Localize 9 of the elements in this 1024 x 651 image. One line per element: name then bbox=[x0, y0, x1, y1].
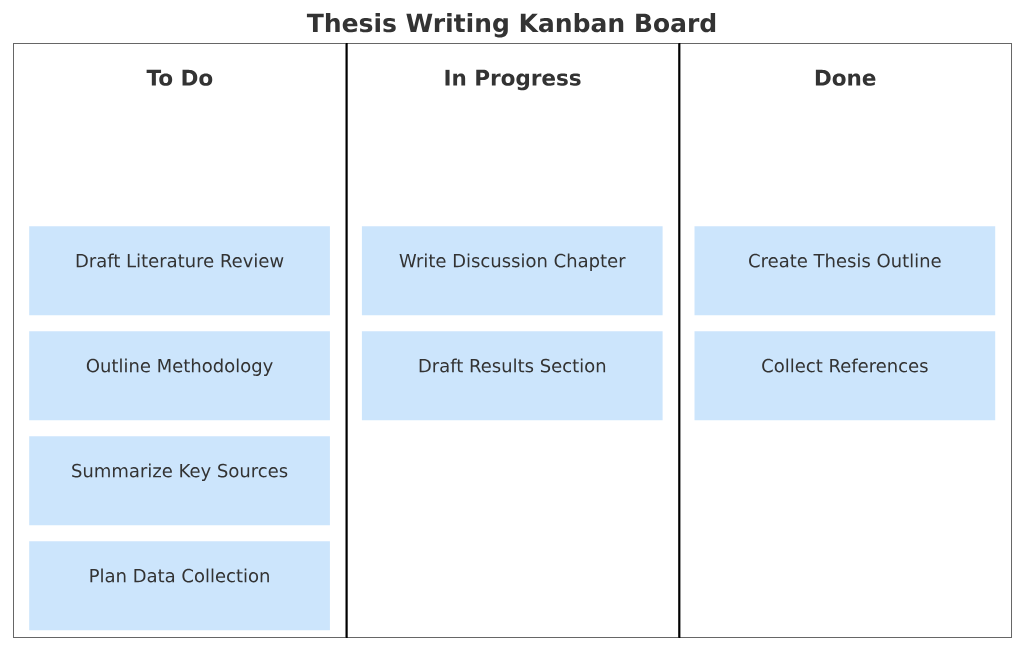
task-card: Create Thesis Outline bbox=[694, 226, 996, 316]
task-card: Summarize Key Sources bbox=[29, 436, 330, 526]
title: Thesis Writing Kanban Board bbox=[306, 13, 716, 38]
task-card: Outline Methodology bbox=[29, 331, 330, 421]
task-card: Plan Data Collection bbox=[29, 541, 330, 631]
task-card: Draft Literature Review bbox=[29, 226, 330, 316]
task-card: Collect References bbox=[694, 331, 996, 421]
task-card: Write Discussion Chapter bbox=[361, 226, 663, 316]
task-card: Draft Results Section bbox=[361, 331, 663, 421]
